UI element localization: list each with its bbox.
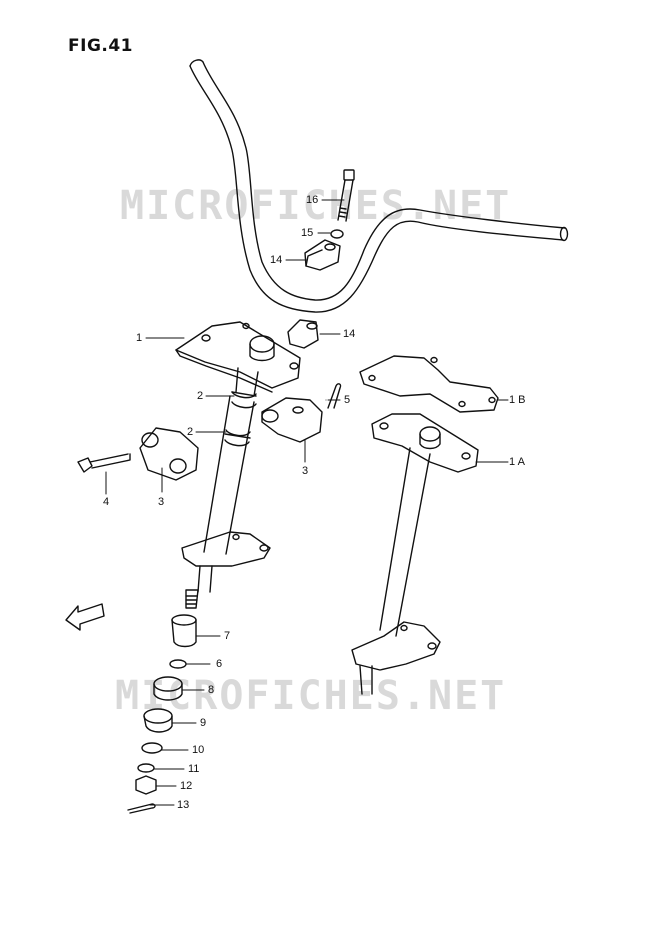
bushing-7 [171,614,197,648]
collar-2-upper [231,391,257,397]
callout-3-center: 3 [302,465,309,477]
holder-3-center [261,397,323,443]
callout-15: 15 [301,227,314,239]
callout-1b: 1 B [509,394,526,406]
watermark-top: MICROFICHES.NET [120,183,512,229]
callout-1a: 1 A [509,456,525,468]
callout-13: 13 [177,799,190,811]
callout-6: 6 [216,658,223,670]
seal-9 [143,708,173,733]
callout-12: 12 [180,780,193,792]
callout-1: 1 [136,332,143,344]
clamp-14-lower [287,319,319,349]
callout-9: 9 [200,717,207,729]
clamp-14-upper [304,239,341,271]
cotter-pin-13 [127,803,156,814]
callout-16: 16 [306,194,319,206]
holder-3-left [139,427,199,481]
steering-shaft-left [175,321,301,609]
callout-4: 4 [103,496,110,508]
washer-11 [137,763,155,773]
svg-text:FWD: FWD [77,607,97,620]
callout-3-left: 3 [158,496,165,508]
washer-10 [141,742,163,754]
callout-7: 7 [224,630,231,642]
figure-title: FIG.41 [68,36,134,56]
leader-lines [105,199,509,806]
callout-5: 5 [344,394,351,406]
nut-12 [135,775,157,795]
callout-10: 10 [192,744,205,756]
steering-shaft-1a [351,413,479,695]
callout-14-lower: 14 [343,328,356,340]
bolt-4 [77,453,131,473]
callout-8: 8 [208,684,215,696]
fwd-label: FWD [77,607,97,620]
bracket-1b [359,355,499,413]
callout-2-lower: 2 [187,426,194,438]
bolt-16 [337,169,355,222]
collar-2-lower [224,433,251,439]
seal-8 [153,676,183,701]
washer-15 [330,229,344,239]
fwd-arrow-icon [65,603,105,631]
callout-2-upper: 2 [197,390,204,402]
washer-6 [169,659,187,669]
callout-14-upper: 14 [270,254,283,266]
callout-11: 11 [188,763,200,775]
cotter-pin-5 [327,383,342,409]
handlebar [189,59,569,313]
